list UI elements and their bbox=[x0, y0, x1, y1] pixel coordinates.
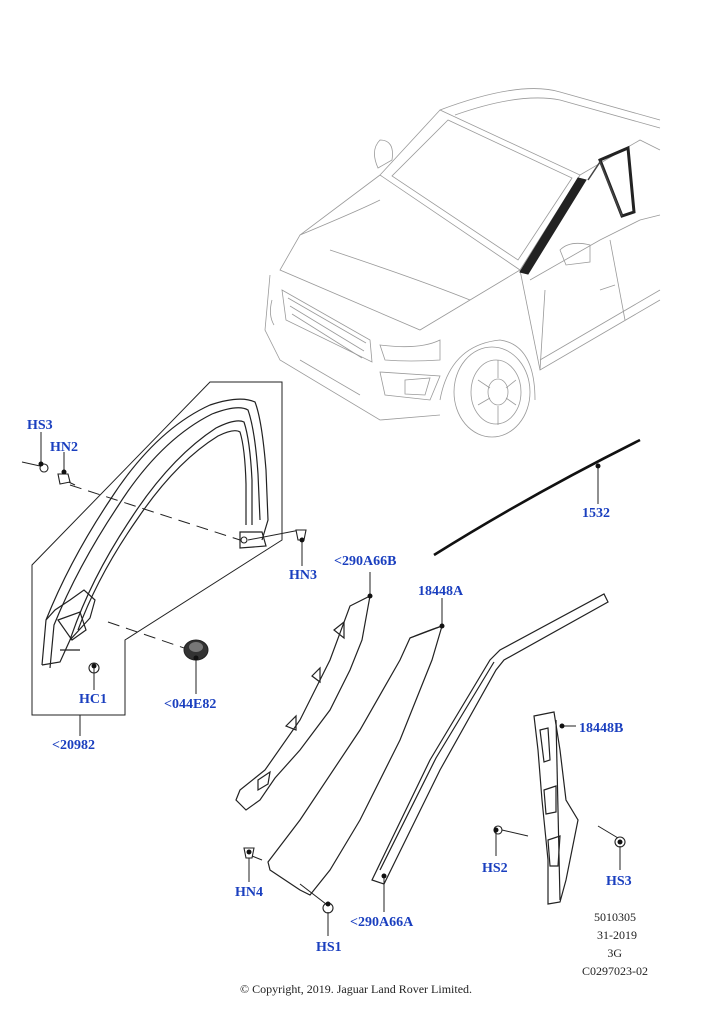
fastener-hn4 bbox=[243, 847, 255, 882]
fastener-hn2 bbox=[57, 452, 71, 485]
callout-290a66b: <290A66B bbox=[334, 554, 396, 569]
callout-hs1: HS1 bbox=[316, 940, 342, 955]
trim-panel-290a66b bbox=[235, 572, 373, 811]
drawing-code: C0297023-02 bbox=[582, 964, 648, 978]
door-seal-assembly-box bbox=[31, 381, 283, 716]
drawing-date: 31-2019 bbox=[597, 928, 637, 942]
seal-strip-1532 bbox=[433, 438, 641, 557]
door-seal-assembly bbox=[21, 398, 301, 669]
trim-strip-290a66a bbox=[371, 593, 609, 912]
grommet-044e82 bbox=[183, 639, 209, 694]
copyright-notice: © Copyright, 2019. Jaguar Land Rover Lim… bbox=[240, 982, 472, 996]
callout-hs2: HS2 bbox=[482, 861, 508, 876]
callout-hn2: HN2 bbox=[50, 440, 78, 455]
callout-18448b: 18448B bbox=[579, 721, 623, 736]
vehicle-illustration bbox=[264, 88, 661, 438]
drawing-number: 5010305 bbox=[594, 910, 636, 924]
fastener-hs2 bbox=[493, 825, 503, 856]
callout-hs3-left: HS3 bbox=[27, 418, 53, 433]
callout-hn3: HN3 bbox=[289, 568, 317, 583]
drawing-reference-block: 5010305 31-2019 3G C0297023-02 bbox=[582, 910, 648, 978]
pillar-trim-18448a bbox=[251, 598, 445, 905]
fastener-hs1 bbox=[322, 901, 334, 936]
callout-hn4: HN4 bbox=[235, 885, 263, 900]
callout-hc1: HC1 bbox=[79, 692, 107, 707]
fastener-hs3-left bbox=[38, 432, 49, 473]
pillar-trim-18448b bbox=[501, 711, 619, 905]
fastener-hs3-right bbox=[614, 836, 626, 870]
callout-290a66a: <290A66A bbox=[350, 915, 414, 930]
callout-20982: <20982 bbox=[52, 738, 95, 753]
fastener-hn3 bbox=[295, 529, 307, 566]
drawing-revision: 3G bbox=[607, 946, 622, 960]
callout-hs3-right: HS3 bbox=[606, 874, 632, 889]
fastener-hc1 bbox=[88, 662, 100, 690]
callout-044e82: <044E82 bbox=[164, 697, 216, 712]
callout-18448a: 18448A bbox=[418, 584, 464, 599]
callout-1532: 1532 bbox=[582, 506, 610, 521]
